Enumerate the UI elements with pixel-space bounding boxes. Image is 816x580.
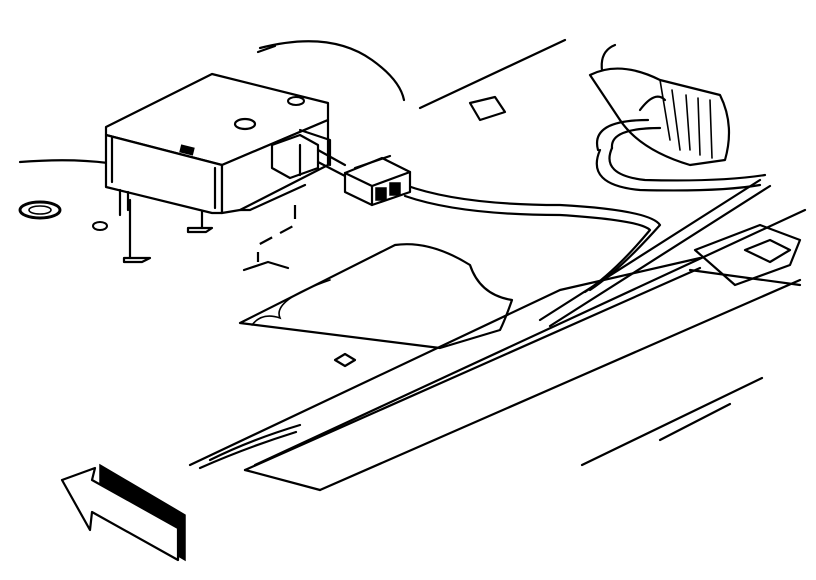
small-diamond-hole	[333, 352, 357, 368]
floor-panel	[18, 38, 764, 467]
floor-holes	[18, 95, 507, 368]
small-hole	[92, 221, 108, 231]
diamond-hole	[468, 95, 507, 122]
floor-cutout	[238, 243, 514, 350]
sill-rails	[188, 208, 807, 492]
wiring-harness	[198, 118, 772, 470]
electrical-connector	[343, 154, 412, 207]
rail-bracket	[693, 223, 802, 287]
grommet-hole-inner	[28, 205, 52, 215]
direction-arrow-icon	[60, 463, 186, 562]
mounting-hole-top-right	[287, 96, 305, 106]
harness-connector-block	[588, 67, 731, 167]
mounting-fasteners	[122, 198, 297, 272]
control-module	[104, 72, 347, 217]
grommet-hole	[18, 200, 62, 220]
mounting-hole-top	[233, 117, 257, 131]
module-cable	[403, 183, 662, 292]
